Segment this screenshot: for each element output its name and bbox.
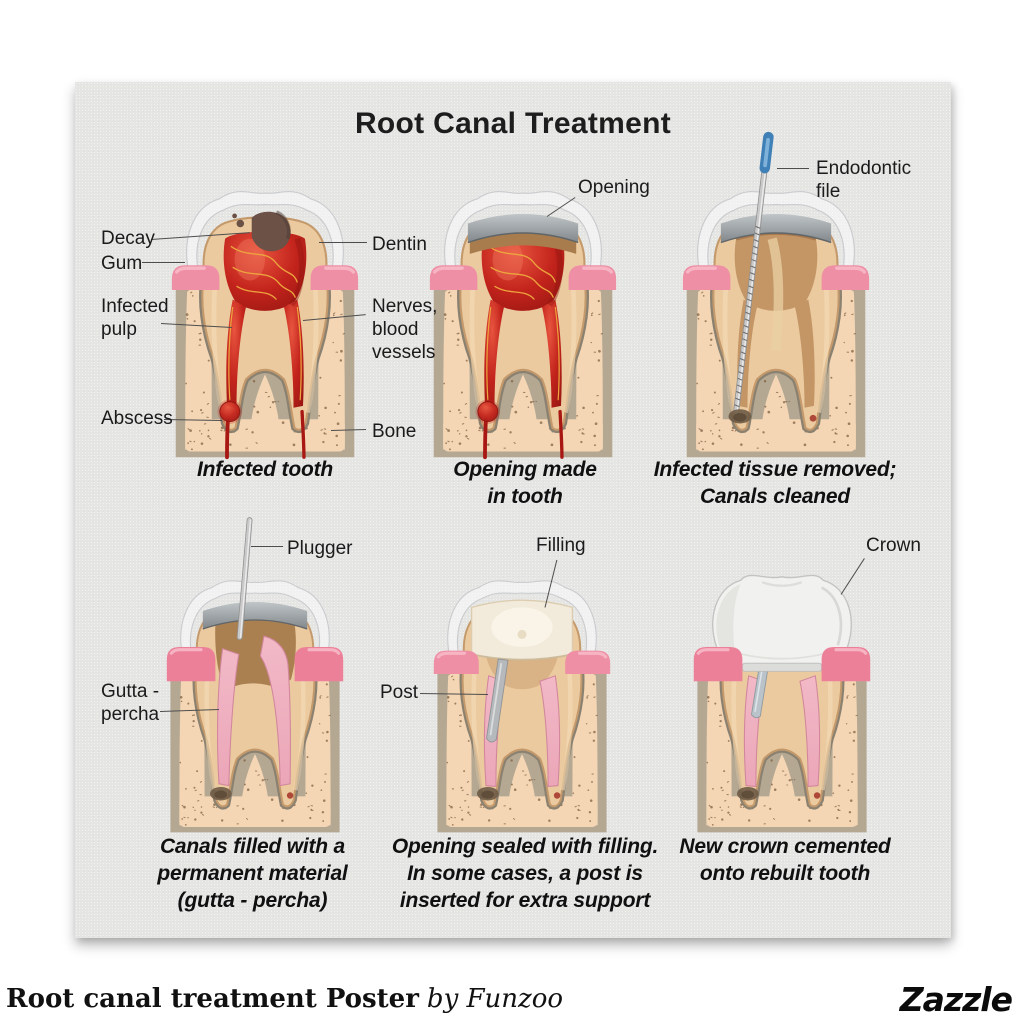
poster-image[interactable]: Root Canal Treatment (75, 82, 951, 938)
caption-crown-cemented: New crown cemented onto rebuilt tooth (679, 835, 891, 885)
caption-opening-sealed: Opening sealed with filling. In some cas… (391, 835, 659, 912)
tooth-illustration-filling-post (433, 580, 611, 833)
product-title: Root canal treatment Poster (6, 984, 419, 1014)
label-crown: Crown (866, 535, 921, 556)
leader-line-plugger (251, 546, 283, 547)
zazzle-logo[interactable]: Zazzle (899, 980, 1013, 1019)
poster-title: Root Canal Treatment (354, 107, 672, 140)
label-infected-pulp: Infected pulp (101, 296, 169, 340)
label-opening: Opening (578, 177, 650, 198)
caption-infected-tooth: Infected tooth (196, 458, 334, 481)
label-post: Post (380, 682, 419, 703)
label-plugger: Plugger (287, 538, 353, 559)
label-gum: Gum (101, 253, 143, 274)
caption-tissue-removed: Infected tissue removed; Canals cleaned (653, 458, 897, 508)
label-abscess: Abscess (101, 408, 173, 429)
caption-canals-filled: Canals filled with a permanent material … (157, 835, 348, 912)
label-decay: Decay (101, 228, 155, 249)
tooth-illustration-cleaning (682, 131, 870, 458)
tooth-illustration-gutta-percha (166, 517, 344, 833)
tooth-illustration-opening (429, 191, 617, 460)
label-dentin: Dentin (372, 234, 427, 255)
leader-line-gum (142, 262, 185, 263)
label-endodontic-file: Endodontic file (816, 158, 912, 202)
label-gutta-percha: Gutta - percha (101, 681, 160, 725)
label-filling: Filling (536, 535, 586, 556)
tooth-illustration-infected (171, 191, 359, 460)
tooth-illustration-crown (693, 574, 871, 833)
leader-line-endodontic-file (777, 168, 809, 169)
label-bone: Bone (372, 421, 417, 442)
label-nerves: Nerves, blood vessels (372, 296, 438, 363)
caption-opening-made: Opening made in tooth (453, 458, 597, 508)
leader-line-dentin (319, 242, 367, 243)
seller-link[interactable]: by Funzoo (426, 984, 564, 1014)
